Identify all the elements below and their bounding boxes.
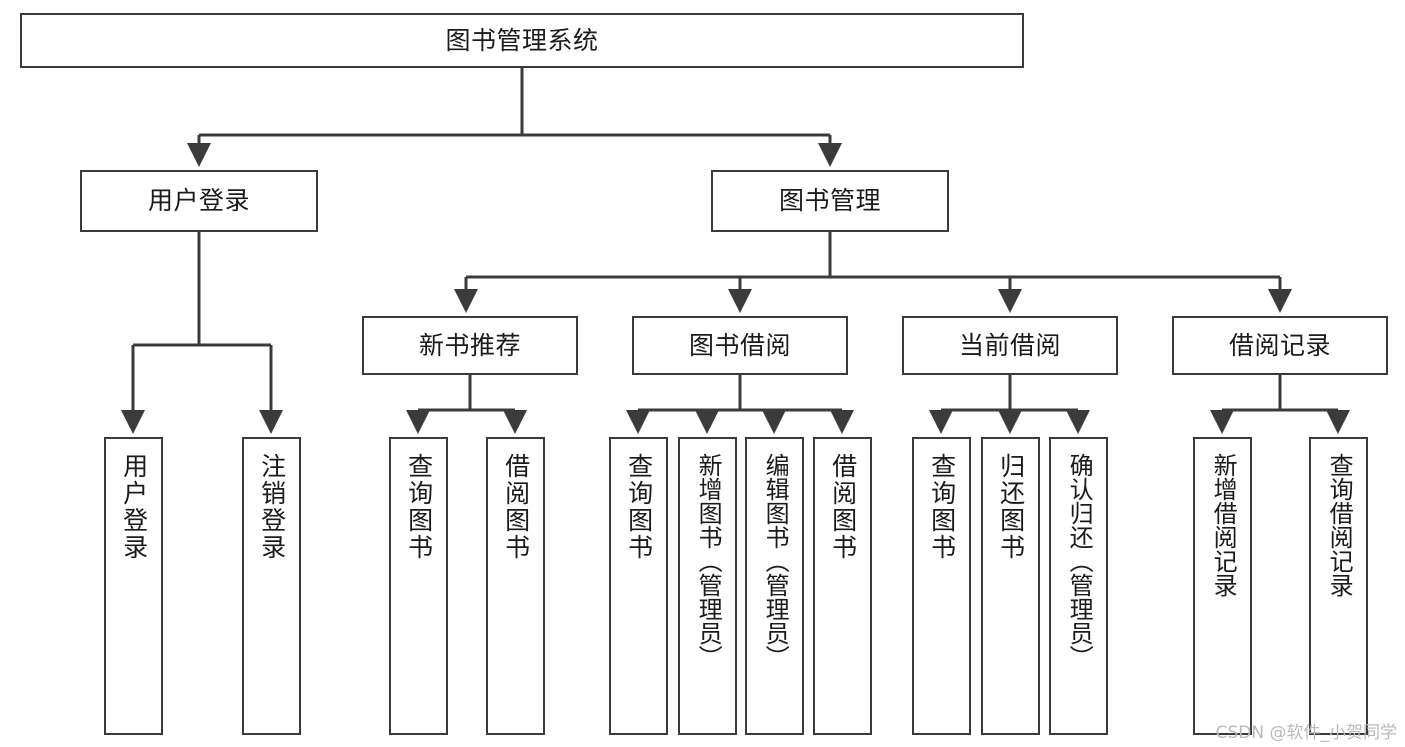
node-label: 图书管理系统 bbox=[445, 25, 599, 55]
node-label: 借阅记录 bbox=[1228, 330, 1331, 360]
leaf-book-borrow-add[interactable]: 新增图书（管理员） bbox=[678, 437, 737, 735]
node-label: 查询图书 bbox=[927, 453, 957, 561]
leaf-borrow-record-add[interactable]: 新增借阅记录 bbox=[1193, 437, 1252, 735]
node-label: 确认归还（管理员） bbox=[1065, 453, 1094, 669]
node-label: 查询图书 bbox=[624, 453, 654, 561]
leaf-book-borrow-borrow[interactable]: 借阅图书 bbox=[813, 437, 872, 735]
node-label: 查询图书 bbox=[404, 453, 434, 561]
node-label: 借阅图书 bbox=[828, 453, 858, 561]
node-label: 新增图书（管理员） bbox=[694, 453, 723, 669]
node-label: 新增借阅记录 bbox=[1209, 453, 1238, 597]
leaf-current-borrow-query[interactable]: 查询图书 bbox=[912, 437, 971, 735]
node-label: 查询借阅记录 bbox=[1325, 453, 1354, 597]
leaf-new-book-query[interactable]: 查询图书 bbox=[389, 437, 448, 735]
node-label: 图书借阅 bbox=[688, 330, 791, 360]
node-new-book-recommend[interactable]: 新书推荐 bbox=[362, 316, 578, 375]
node-book-borrow[interactable]: 图书借阅 bbox=[632, 316, 848, 375]
node-root-system[interactable]: 图书管理系统 bbox=[20, 13, 1024, 68]
node-book-management[interactable]: 图书管理 bbox=[711, 170, 949, 232]
leaf-book-borrow-query[interactable]: 查询图书 bbox=[609, 437, 668, 735]
leaf-new-book-borrow[interactable]: 借阅图书 bbox=[486, 437, 545, 735]
node-label: 当前借阅 bbox=[958, 330, 1061, 360]
node-label: 归还图书 bbox=[996, 453, 1026, 561]
leaf-current-borrow-return[interactable]: 归还图书 bbox=[981, 437, 1040, 735]
watermark-credit: CSDN @软件_小贺同学 bbox=[1215, 723, 1397, 743]
node-user-login[interactable]: 用户登录 bbox=[80, 170, 318, 232]
leaf-book-borrow-edit[interactable]: 编辑图书（管理员） bbox=[745, 437, 804, 735]
node-label: 借阅图书 bbox=[501, 453, 531, 561]
leaf-borrow-record-query[interactable]: 查询借阅记录 bbox=[1309, 437, 1368, 735]
leaf-user-login-logout[interactable]: 注销登录 bbox=[242, 437, 301, 735]
node-label: 编辑图书（管理员） bbox=[761, 453, 790, 669]
node-label: 用户登录 bbox=[147, 186, 250, 216]
node-current-borrow[interactable]: 当前借阅 bbox=[902, 316, 1118, 375]
node-label: 注销登录 bbox=[257, 453, 287, 561]
node-label: 图书管理 bbox=[778, 186, 881, 216]
leaf-user-login-login[interactable]: 用户登录 bbox=[104, 437, 163, 735]
node-label: 新书推荐 bbox=[418, 330, 521, 360]
node-borrow-record[interactable]: 借阅记录 bbox=[1172, 316, 1388, 375]
node-label: 用户登录 bbox=[119, 453, 149, 561]
leaf-current-borrow-confirm[interactable]: 确认归还（管理员） bbox=[1049, 437, 1108, 735]
